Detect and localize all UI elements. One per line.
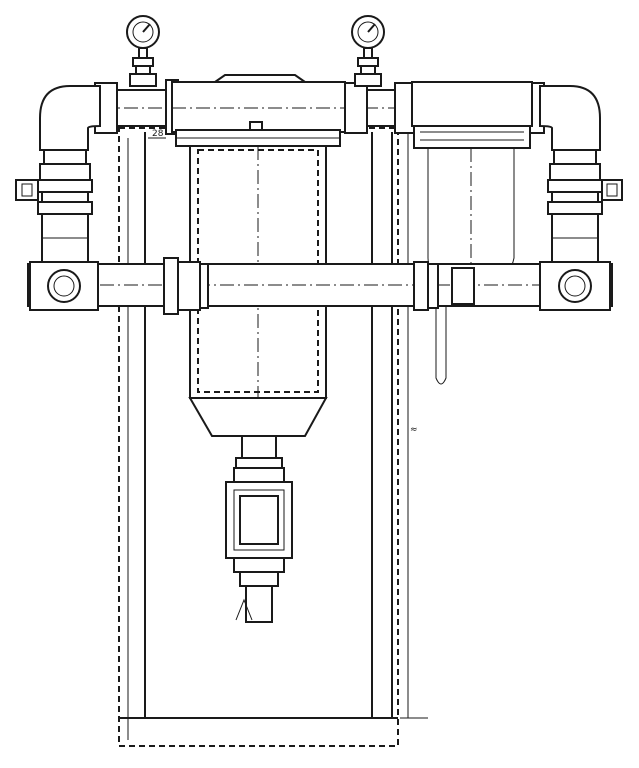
dimension-label: ≈: [410, 425, 418, 435]
right-valve-stack: [547, 149, 623, 263]
lower-pipe: [27, 257, 613, 315]
small-mark-label: 28: [152, 129, 164, 139]
small-annotation: 28: [148, 129, 166, 139]
secondary-filter: [411, 81, 533, 385]
support-frame: [118, 127, 399, 747]
left-pressure-gauge: [126, 15, 160, 87]
right-pressure-gauge: [351, 15, 385, 87]
left-elbow: [39, 85, 101, 151]
height-dimension: ≈: [400, 130, 428, 719]
left-valve-stack: [15, 149, 93, 263]
right-elbow: [539, 85, 601, 151]
drain-valve: [225, 467, 293, 623]
